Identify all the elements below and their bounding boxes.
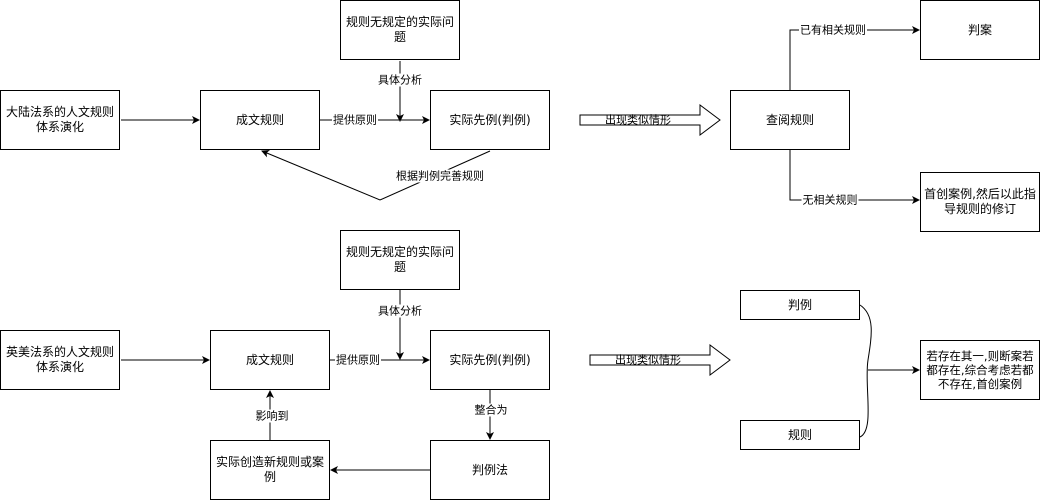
top-problem-box: 规则无规定的实际问题 [340, 0, 460, 60]
bottom-label-similar: 出现类似情形 [615, 353, 681, 367]
bottom-case-law-text: 判例法 [471, 462, 508, 477]
top-new-case-box: 首创案例,然后以此指导规则的修订 [920, 172, 1040, 232]
bottom-rule-box: 规则 [740, 420, 860, 450]
top-new-case-text: 首创案例,然后以此指导规则的修订 [924, 187, 1036, 216]
bottom-problem-text: 规则无规定的实际问题 [345, 245, 454, 274]
top-label-improve: 根据判例完善规则 [395, 169, 485, 183]
bottom-origin-box: 英美法系的人文规则体系演化 [0, 330, 120, 390]
top-precedent-text: 实际先例(判例) [449, 112, 531, 127]
bottom-case-box: 判例 [740, 290, 860, 320]
edge-top-improve-rules [261, 149, 491, 201]
top-origin-text: 大陆法系的人文规则体系演化 [5, 105, 114, 134]
top-written-rules-text: 成文规则 [235, 112, 284, 127]
bottom-create-new-box: 实际创造新规则或案例 [210, 440, 330, 500]
top-lookup-text: 查阅规则 [765, 112, 814, 127]
top-label-no-rule: 无相关规则 [801, 193, 859, 207]
edge-top-has-rule [789, 26, 920, 90]
bottom-label-analysis: 具体分析 [377, 304, 423, 318]
top-label-has-rule: 已有相关规则 [799, 23, 867, 37]
bottom-decision-box: 若存在其一,则断案若都存在,综合考虑若都不存在,首创案例 [920, 340, 1040, 400]
top-judgment-box: 判案 [920, 0, 1040, 60]
bottom-label-principle: 提供原则 [335, 353, 381, 367]
bottom-origin-text: 英美法系的人文规则体系演化 [5, 345, 114, 374]
top-label-analysis: 具体分析 [377, 73, 423, 87]
bottom-label-affects: 影响到 [254, 409, 290, 423]
top-lookup-box: 查阅规则 [730, 90, 850, 150]
bottom-written-rules-box: 成文规则 [210, 330, 330, 390]
bottom-label-merge: 整合为 [473, 403, 509, 417]
edge-top-no-rule [789, 150, 920, 204]
bottom-decision-text: 若存在其一,则断案若都存在,综合考虑若都不存在,首创案例 [926, 349, 1034, 391]
brace-curve [859, 304, 872, 438]
top-written-rules-box: 成文规则 [200, 90, 320, 150]
top-origin-box: 大陆法系的人文规则体系演化 [0, 90, 120, 150]
bottom-case-law-box: 判例法 [430, 440, 550, 500]
bottom-create-new-text: 实际创造新规则或案例 [215, 455, 324, 484]
bottom-written-rules-text: 成文规则 [245, 352, 294, 367]
top-precedent-box: 实际先例(判例) [430, 90, 550, 150]
bottom-precedent-box: 实际先例(判例) [430, 330, 550, 390]
top-judgment-text: 判案 [967, 22, 992, 37]
bottom-precedent-text: 实际先例(判例) [449, 352, 531, 367]
bottom-case-text: 判例 [787, 297, 812, 312]
bottom-problem-box: 规则无规定的实际问题 [340, 230, 460, 290]
block-arrow-bottom [589, 344, 731, 376]
bottom-rule-text: 规则 [787, 427, 812, 442]
top-label-similar: 出现类似情形 [605, 113, 671, 127]
top-problem-text: 规则无规定的实际问题 [345, 15, 454, 44]
top-label-principle: 提供原则 [332, 113, 378, 127]
block-arrow-top [579, 104, 721, 136]
